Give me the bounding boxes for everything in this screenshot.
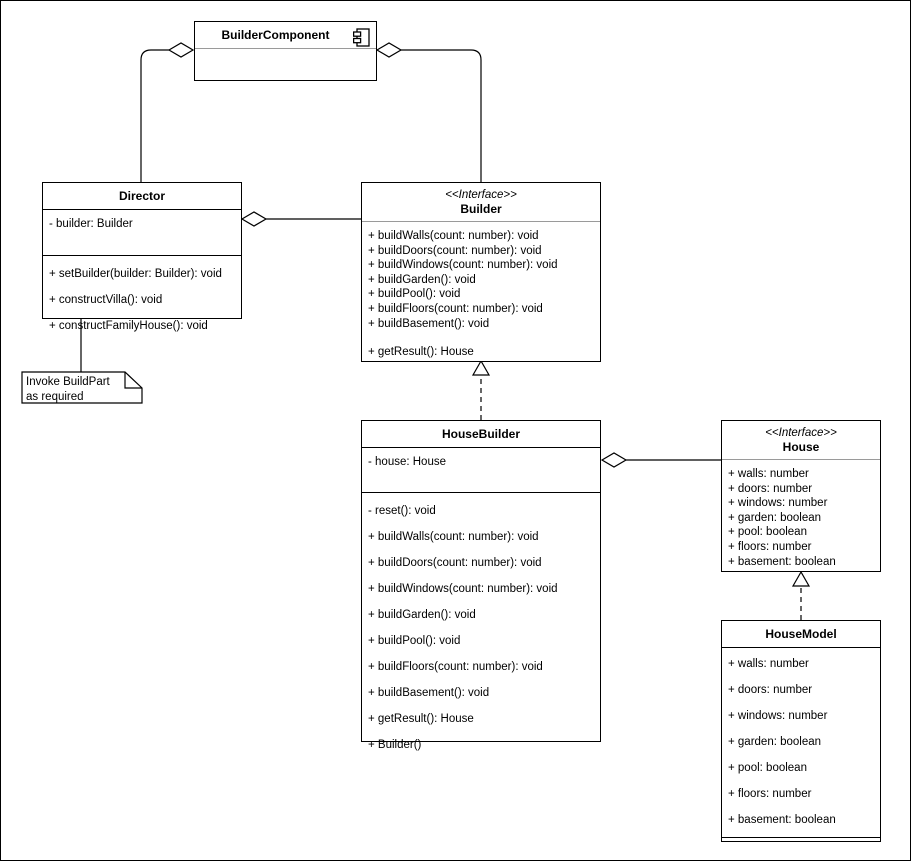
- class-box-buildercomponent[interactable]: BuilderComponent: [194, 21, 377, 81]
- aggregation-diamond-builder: [375, 42, 403, 58]
- attribute-row: + doors: number: [728, 684, 813, 696]
- aggregation-diamond-housebuilder-house: [600, 452, 628, 468]
- class-title-house: <<Interface>> House: [722, 421, 880, 459]
- method-row: + buildBasement(): void: [368, 687, 490, 699]
- class-stereotype-house: <<Interface>>: [765, 427, 837, 439]
- attribute-row: + pool: boolean: [728, 526, 807, 539]
- method-row: + buildWindows(count: number): void: [368, 259, 558, 272]
- method-row: + setBuilder(builder: Builder): void: [49, 268, 222, 280]
- compartment-housebuilder-methods: - reset(): void + buildWalls(count: numb…: [362, 493, 600, 760]
- attribute-row: + windows: number: [728, 497, 828, 510]
- method-row: + buildFloors(count: number): void: [368, 302, 543, 315]
- attribute-row: + walls: number: [728, 468, 809, 480]
- divider-buildercomponent: [195, 48, 376, 49]
- divider-housebuilder-methods: [362, 492, 600, 493]
- method-row: + buildPool(): void: [368, 635, 461, 647]
- divider-director-methods: [43, 255, 241, 256]
- attribute-row: + garden: boolean: [728, 736, 822, 748]
- attribute-row: + windows: number: [728, 710, 828, 722]
- compartment-director-attributes: - builder: Builder: [43, 210, 241, 255]
- class-box-housebuilder[interactable]: HouseBuilder - house: House - reset(): v…: [361, 420, 601, 751]
- method-row: + buildDoors(count: number): void: [368, 244, 542, 257]
- note-line-2: as required: [26, 391, 84, 403]
- method-row: + buildGarden(): void: [368, 609, 476, 621]
- method-row: - reset(): void: [368, 505, 436, 517]
- edge-buildercomponent-director: [140, 49, 169, 182]
- class-title-builder: <<Interface>> Builder: [362, 183, 600, 221]
- attribute-row: + floors: number: [728, 788, 812, 800]
- compartment-housemodel-methods-empty: [722, 838, 880, 845]
- divider-housemodel-methods: [722, 837, 880, 838]
- attribute-row: + doors: number: [728, 482, 813, 495]
- method-row: + getResult(): House: [368, 713, 474, 725]
- divider-house: [722, 459, 880, 460]
- edge-buildercomponent-builder: [401, 49, 482, 182]
- class-box-house[interactable]: <<Interface>> House + walls: number + do…: [721, 420, 881, 572]
- compartment-director-methods: + setBuilder(builder: Builder): void + c…: [43, 256, 241, 341]
- method-row: + constructVilla(): void: [49, 294, 163, 306]
- compartment-housebuilder-attributes: - house: House: [362, 448, 600, 492]
- attribute-row: + pool: boolean: [728, 762, 807, 774]
- class-title-housemodel: HouseModel: [722, 621, 880, 647]
- attribute-row: + garden: boolean: [728, 511, 822, 524]
- method-row: + buildGarden(): void: [368, 273, 476, 286]
- method-row: + buildWalls(count: number): void: [368, 230, 539, 242]
- class-box-builder[interactable]: <<Interface>> Builder + buildWalls(count…: [361, 182, 601, 362]
- attribute-row: - builder: Builder: [49, 218, 133, 230]
- method-row: + Builder(): [368, 739, 422, 751]
- class-box-director[interactable]: Director - builder: Builder + setBuilder…: [42, 182, 242, 332]
- class-name-builder: Builder: [460, 202, 502, 216]
- class-box-housemodel[interactable]: HouseModel + walls: number + doors: numb…: [721, 620, 881, 842]
- note-invoke-buildpart[interactable]: Invoke BuildPart as required: [22, 372, 142, 403]
- method-row: + buildWindows(count: number): void: [368, 583, 558, 595]
- attribute-row: + basement: boolean: [728, 814, 836, 826]
- method-gap: [368, 331, 594, 345]
- aggregation-diamond-director: [167, 42, 195, 58]
- method-row: + buildPool(): void: [368, 288, 461, 301]
- compartment-house-attributes: + walls: number + doors: number + window…: [722, 460, 880, 576]
- divider-housemodel-attrs: [722, 647, 880, 648]
- method-row: + buildDoors(count: number): void: [368, 557, 542, 569]
- class-name-buildercomponent: BuilderComponent: [221, 28, 330, 42]
- divider-builder: [362, 221, 600, 222]
- attribute-row: + basement: boolean: [728, 555, 836, 568]
- note-line-1: Invoke BuildPart: [26, 376, 110, 388]
- class-title-director: Director: [43, 183, 241, 209]
- method-row: + buildWalls(count: number): void: [368, 531, 539, 543]
- attribute-row: - house: House: [368, 456, 446, 468]
- divider-housebuilder-attrs: [362, 447, 600, 448]
- class-title-housebuilder: HouseBuilder: [362, 421, 600, 447]
- class-name-housemodel: HouseModel: [765, 627, 837, 641]
- component-icon: [352, 28, 370, 47]
- divider-director-attrs: [43, 209, 241, 210]
- attribute-row: + floors: number: [728, 540, 812, 553]
- method-row: + buildFloors(count: number): void: [368, 661, 543, 673]
- compartment-buildercomponent-empty: [195, 49, 376, 56]
- method-row: + buildBasement(): void: [368, 317, 490, 330]
- compartment-builder-methods: + buildWalls(count: number): void + buil…: [362, 222, 600, 367]
- class-title-buildercomponent: BuilderComponent: [195, 22, 376, 48]
- class-stereotype-builder: <<Interface>>: [445, 189, 517, 201]
- method-row: + constructFamilyHouse(): void: [49, 320, 208, 332]
- class-name-house: House: [782, 440, 820, 454]
- class-name-director: Director: [118, 189, 165, 203]
- class-name-housebuilder: HouseBuilder: [441, 427, 520, 441]
- aggregation-diamond-director-builder: [240, 211, 268, 227]
- compartment-housemodel-attributes: + walls: number + doors: number + window…: [722, 648, 880, 837]
- method-row: + getResult(): House: [368, 346, 474, 359]
- attribute-row: + walls: number: [728, 658, 809, 670]
